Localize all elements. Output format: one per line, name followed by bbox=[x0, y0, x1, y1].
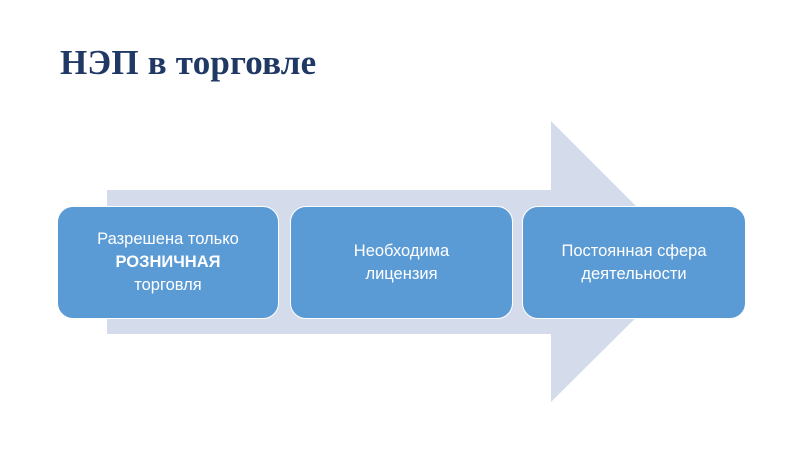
process-box-1[interactable]: Разрешена только РОЗНИЧНАЯ торговля bbox=[57, 206, 279, 319]
process-box-1-line-1: Разрешена только bbox=[97, 230, 239, 248]
process-box-1-line-3: торговля bbox=[134, 276, 202, 294]
process-box-3-line-2: деятельности bbox=[581, 264, 687, 283]
process-box-2-line-1: Необходима bbox=[353, 241, 450, 260]
process-box-3-line-1: Постоянная сфера bbox=[561, 241, 707, 260]
process-box-1-line-2: РОЗНИЧНАЯ bbox=[115, 253, 221, 271]
process-box-3[interactable]: Постоянная сфера деятельности bbox=[522, 206, 746, 319]
page-title: НЭП в торговле bbox=[60, 43, 317, 82]
process-box-2[interactable]: Необходима лицензия bbox=[290, 206, 513, 319]
process-box-2-line-2: лицензия bbox=[365, 264, 438, 283]
